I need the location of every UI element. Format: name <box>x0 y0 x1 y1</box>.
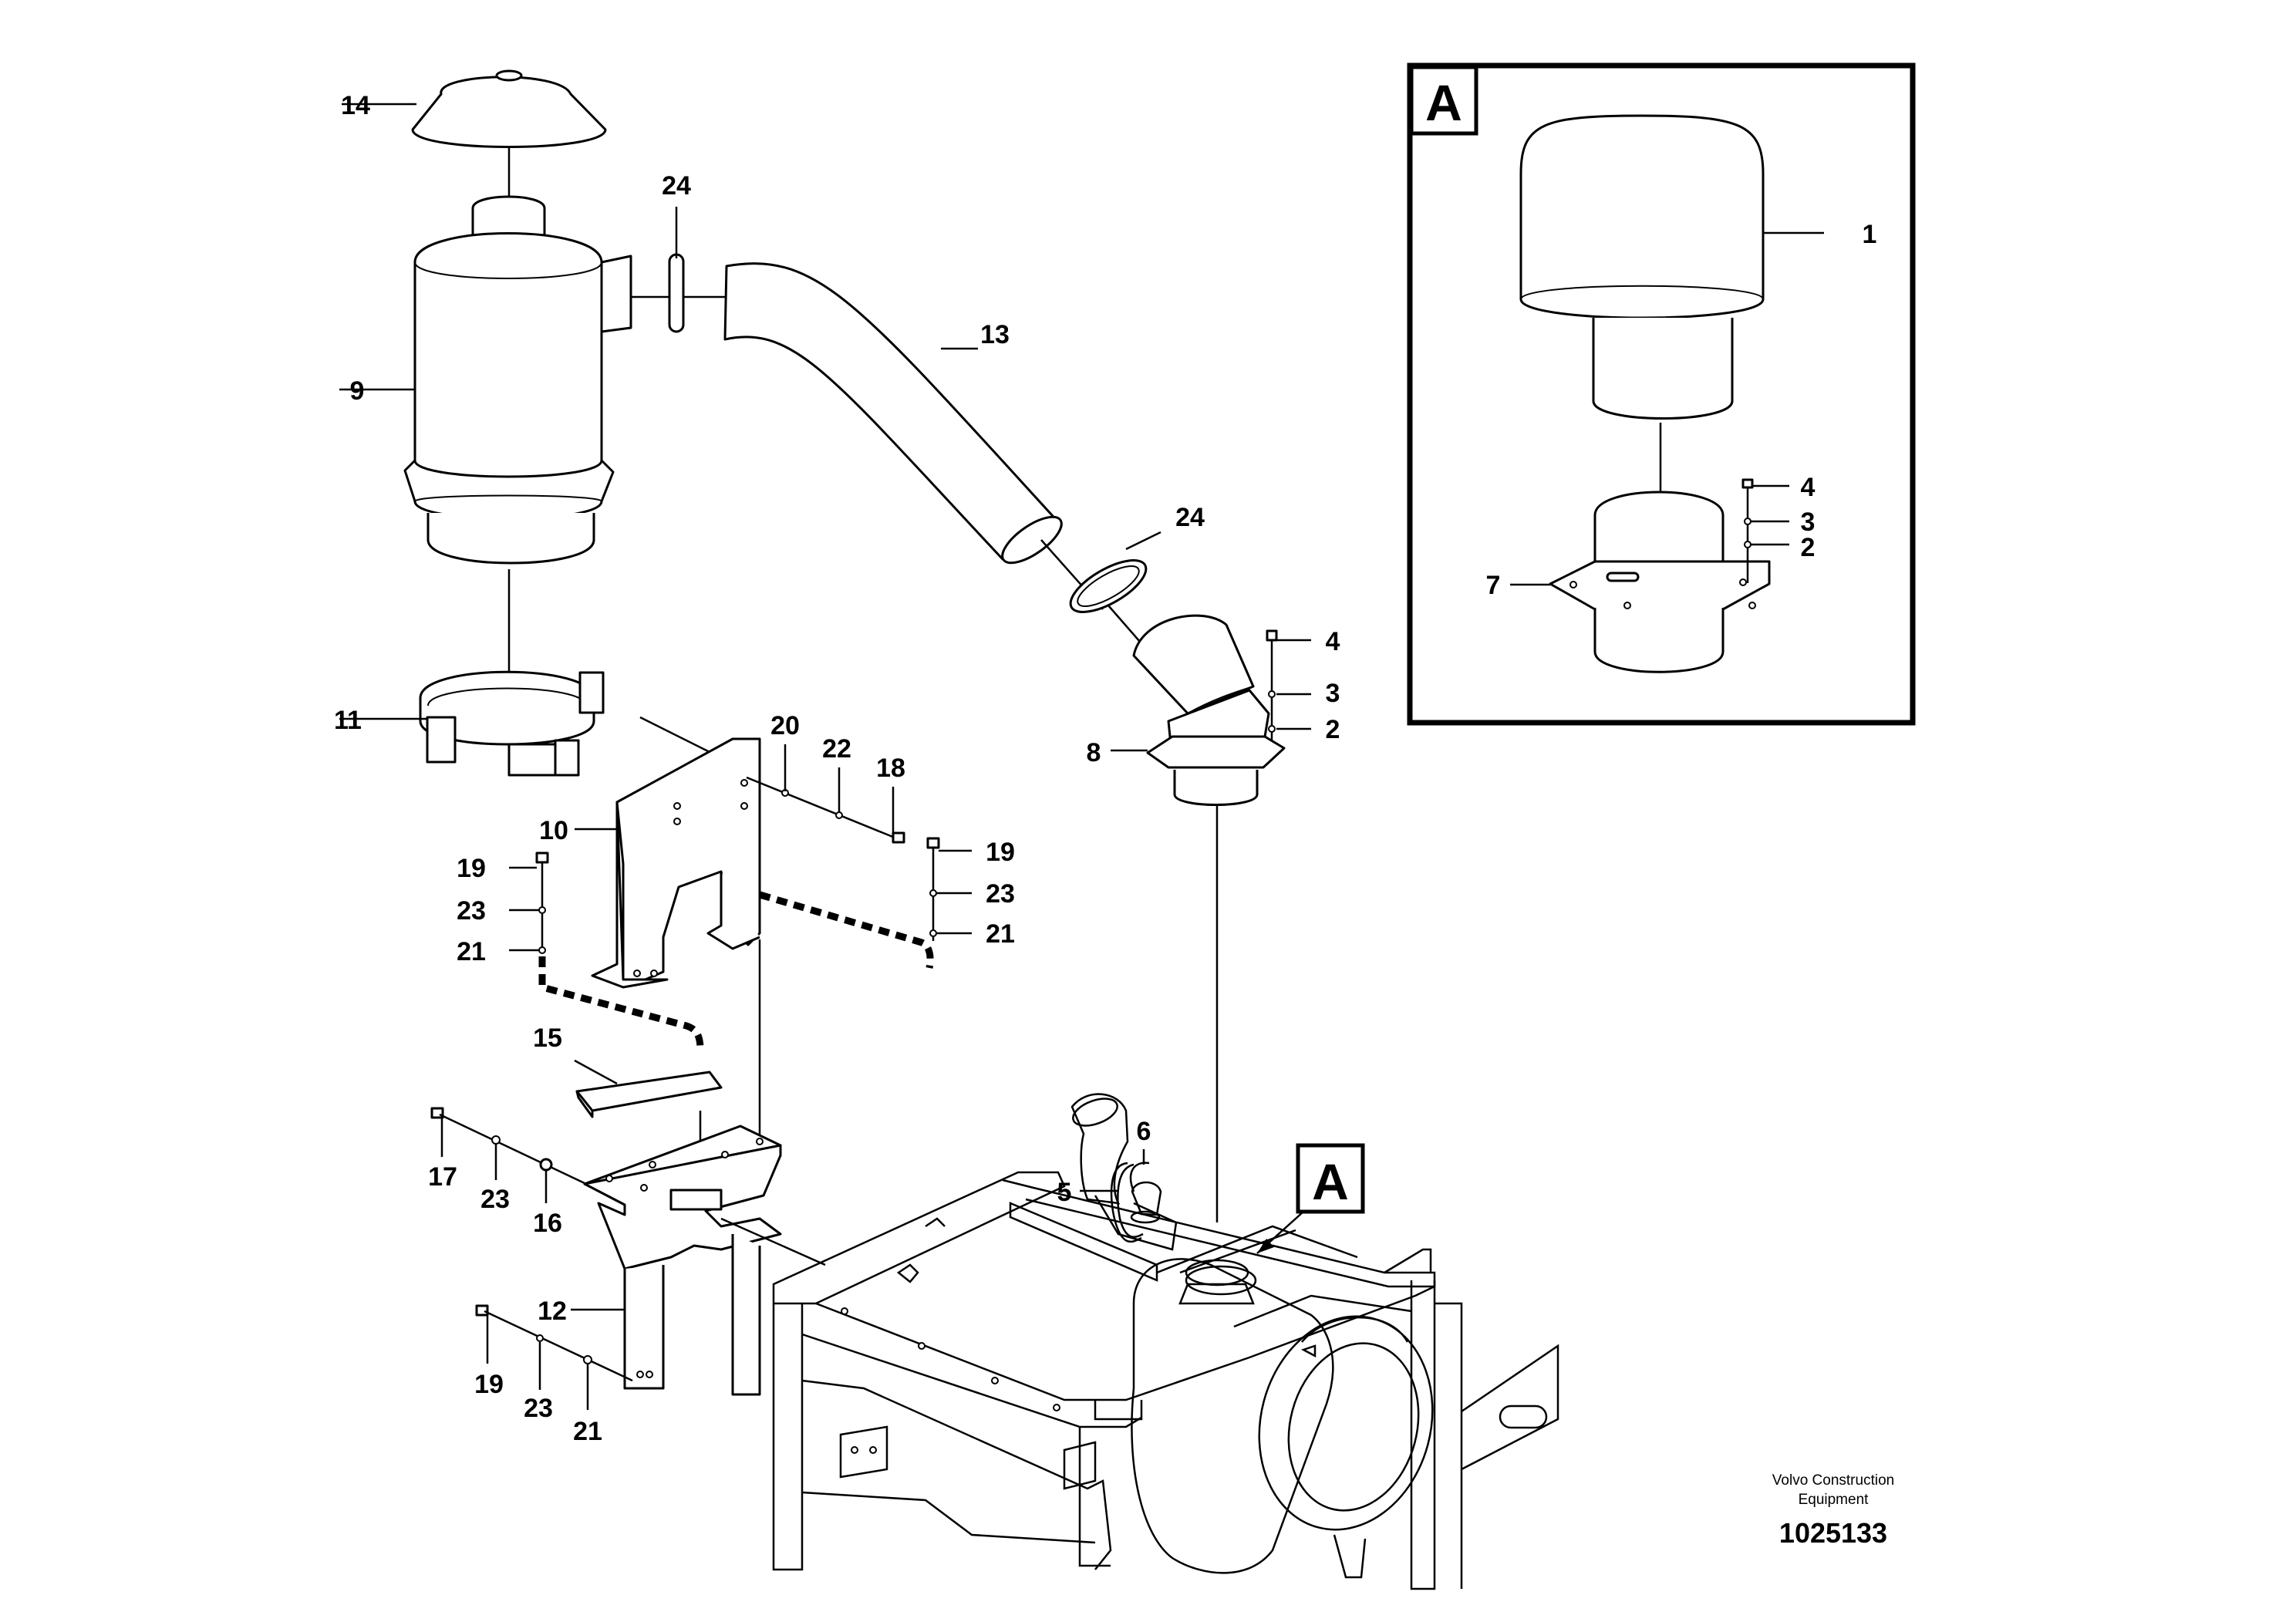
callout-detail-7: 7 <box>1486 571 1501 600</box>
callout-21-right: 21 <box>986 919 1015 949</box>
document-number: 1025133 <box>1779 1517 1887 1549</box>
detail-bolt-stack <box>1741 478 1754 583</box>
callout-5: 5 <box>1057 1178 1072 1207</box>
brand-line-2: Equipment <box>1799 1492 1870 1508</box>
callout-10: 10 <box>539 816 568 845</box>
left-bolt-stack <box>509 851 549 954</box>
intake-elbow-hose <box>723 262 1063 565</box>
callout-4: 4 <box>1326 627 1340 656</box>
callout-9: 9 <box>350 376 365 406</box>
callout-6: 6 <box>1137 1117 1151 1146</box>
callout-23-bottom-mid: 23 <box>480 1185 510 1214</box>
hose-seal-ring-lower <box>1069 531 1161 613</box>
machine-frame <box>772 1171 1559 1590</box>
alignment-path-right <box>758 891 934 969</box>
callout-22: 22 <box>822 734 851 764</box>
engine-air-housing <box>1131 1258 1434 1579</box>
callout-detail-3: 3 <box>1801 508 1816 537</box>
detail-view-a: A <box>1407 62 1916 726</box>
filter-support-bracket <box>575 737 761 989</box>
callout-18: 18 <box>876 754 905 783</box>
callout-14: 14 <box>341 91 370 120</box>
callout-detail-4: 4 <box>1801 473 1816 502</box>
callout-16: 16 <box>533 1209 562 1238</box>
callout-15: 15 <box>533 1023 562 1053</box>
intake-opening <box>1185 1265 1257 1296</box>
pre-cleaner-cap <box>1519 114 1765 420</box>
callout-detail-2: 2 <box>1801 533 1816 562</box>
indicator-hose <box>1080 1162 1144 1243</box>
callout-2: 2 <box>1326 715 1340 744</box>
callout-11: 11 <box>334 706 362 735</box>
callout-17: 17 <box>428 1162 457 1192</box>
detail-box-label: A <box>1425 74 1462 131</box>
callout-20: 20 <box>770 711 800 740</box>
elbow-adapter-flange <box>1111 614 1286 806</box>
callout-21-bottom: 21 <box>573 1417 602 1446</box>
mounting-clamp-band <box>339 670 749 777</box>
adapter-flange <box>1549 491 1771 673</box>
bracket-bolt-18 <box>746 744 905 844</box>
right-bolt-stack <box>926 837 972 941</box>
callout-8: 8 <box>1087 738 1101 767</box>
adapter-bolt-stack <box>1266 629 1311 740</box>
callout-19-left: 19 <box>457 854 486 883</box>
air-filter-housing <box>339 195 632 565</box>
callout-12: 12 <box>538 1297 567 1326</box>
lower-bolt-17 <box>430 1107 587 1203</box>
callout-detail-1: 1 <box>1863 220 1877 249</box>
bottom-bolt-stack <box>475 1304 633 1410</box>
callout-23-right: 23 <box>986 879 1015 909</box>
callout-19-bottom: 19 <box>474 1370 504 1399</box>
hose-seal-ring-upper <box>631 207 727 333</box>
callout-19-right: 19 <box>986 838 1015 867</box>
callout-23-left: 23 <box>457 896 486 926</box>
air-filter-cover <box>342 69 607 148</box>
callout-24-top: 24 <box>662 171 691 201</box>
brand-line-1: Volvo Construction <box>1772 1472 1894 1489</box>
callout-3: 3 <box>1326 679 1340 708</box>
callout-13: 13 <box>980 320 1010 349</box>
callout-24-mid: 24 <box>1175 503 1205 532</box>
view-a-marker <box>1256 1143 1365 1254</box>
callout-21-left: 21 <box>457 937 486 966</box>
alignment-path-left <box>538 956 704 1051</box>
cover-plate <box>574 1059 723 1118</box>
view-marker-label: A <box>1312 1153 1349 1210</box>
callout-23-bottom: 23 <box>524 1394 553 1423</box>
lower-mounting-bracket <box>571 1125 826 1396</box>
turbo-elbow <box>1070 1093 1178 1251</box>
restriction-indicator <box>1129 1149 1162 1224</box>
